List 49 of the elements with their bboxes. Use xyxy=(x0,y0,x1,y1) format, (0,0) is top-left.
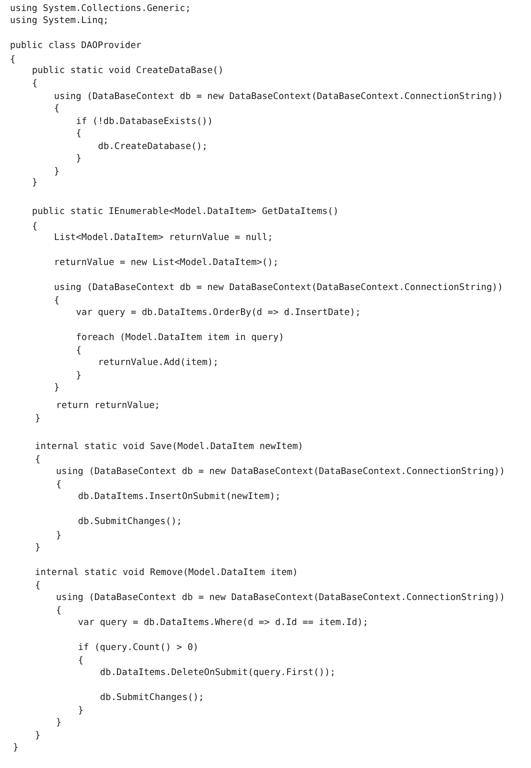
code-line: using (DataBaseContext db = new DataBaseContext(DataBaseContext.ConnectionString)) xyxy=(54,91,503,103)
code-line: using System.Linq; xyxy=(10,15,109,27)
code-line: db.DataItems.InsertOnSubmit(newItem); xyxy=(78,491,281,503)
code-line: db.SubmitChanges(); xyxy=(78,516,182,528)
code-line: var query = db.DataItems.Where(d => d.Id == item.Id); xyxy=(78,617,368,629)
code-line: db.DataItems.DeleteOnSubmit(query.First()); xyxy=(100,667,336,679)
code-line: return returnValue; xyxy=(56,400,160,412)
code-line: using (DataBaseContext db = new DataBaseContext(DataBaseContext.ConnectionString)) xyxy=(56,592,505,604)
code-line: } xyxy=(56,717,62,729)
code-line: using (DataBaseContext db = new DataBaseContext(DataBaseContext.ConnectionString)) xyxy=(54,282,503,294)
code-line: { xyxy=(35,454,40,466)
code-line: internal static void Remove(Model.DataItem item) xyxy=(35,567,298,579)
code-line: { xyxy=(54,295,60,307)
code-line: List<Model.DataItem> returnValue = null; xyxy=(54,232,273,244)
code-line: } xyxy=(54,166,60,178)
code-line: returnValue.Add(item); xyxy=(98,357,218,369)
code-line: { xyxy=(32,221,38,233)
code-line: using System.Collections.Generic; xyxy=(10,3,191,15)
code-line: foreach (Model.DataItem item in query) xyxy=(76,332,284,344)
code-line: var query = db.DataItems.OrderBy(d => d.InsertDate); xyxy=(76,307,361,319)
code-line: } xyxy=(32,177,38,189)
code-line: } xyxy=(76,153,82,165)
code-line: } xyxy=(35,413,40,425)
code-line: { xyxy=(35,580,40,592)
code-line: } xyxy=(13,742,18,754)
code-line: { xyxy=(56,479,62,491)
code-line: { xyxy=(76,345,82,357)
code-line: if (!db.DatabaseExists()) xyxy=(76,116,213,128)
code-line: { xyxy=(78,655,84,667)
code-line: public static void CreateDataBase() xyxy=(32,65,224,77)
code-line: } xyxy=(56,530,62,542)
code-line: db.SubmitChanges(); xyxy=(100,692,204,704)
code-line: { xyxy=(76,128,82,140)
code-line: } xyxy=(35,730,40,742)
code-line: { xyxy=(56,605,62,617)
code-line: } xyxy=(78,705,84,717)
code-line: } xyxy=(35,542,40,554)
code-line: using (DataBaseContext db = new DataBaseContext(DataBaseContext.ConnectionString)) xyxy=(56,466,505,478)
code-line: internal static void Save(Model.DataItem newItem) xyxy=(35,441,304,453)
code-line: returnValue = new List<Model.DataItem>(); xyxy=(54,257,278,269)
code-line: { xyxy=(10,54,16,66)
code-line: public static IEnumerable<Model.DataItem> GetDataItems() xyxy=(32,206,339,218)
code-line: db.CreateDatabase(); xyxy=(98,141,208,153)
code-line: } xyxy=(54,382,60,394)
code-line: { xyxy=(54,103,60,115)
code-line: if (query.Count() > 0) xyxy=(78,642,198,654)
code-line: { xyxy=(32,78,38,90)
code-line: } xyxy=(76,370,82,382)
code-line: public class DAOProvider xyxy=(10,40,142,52)
